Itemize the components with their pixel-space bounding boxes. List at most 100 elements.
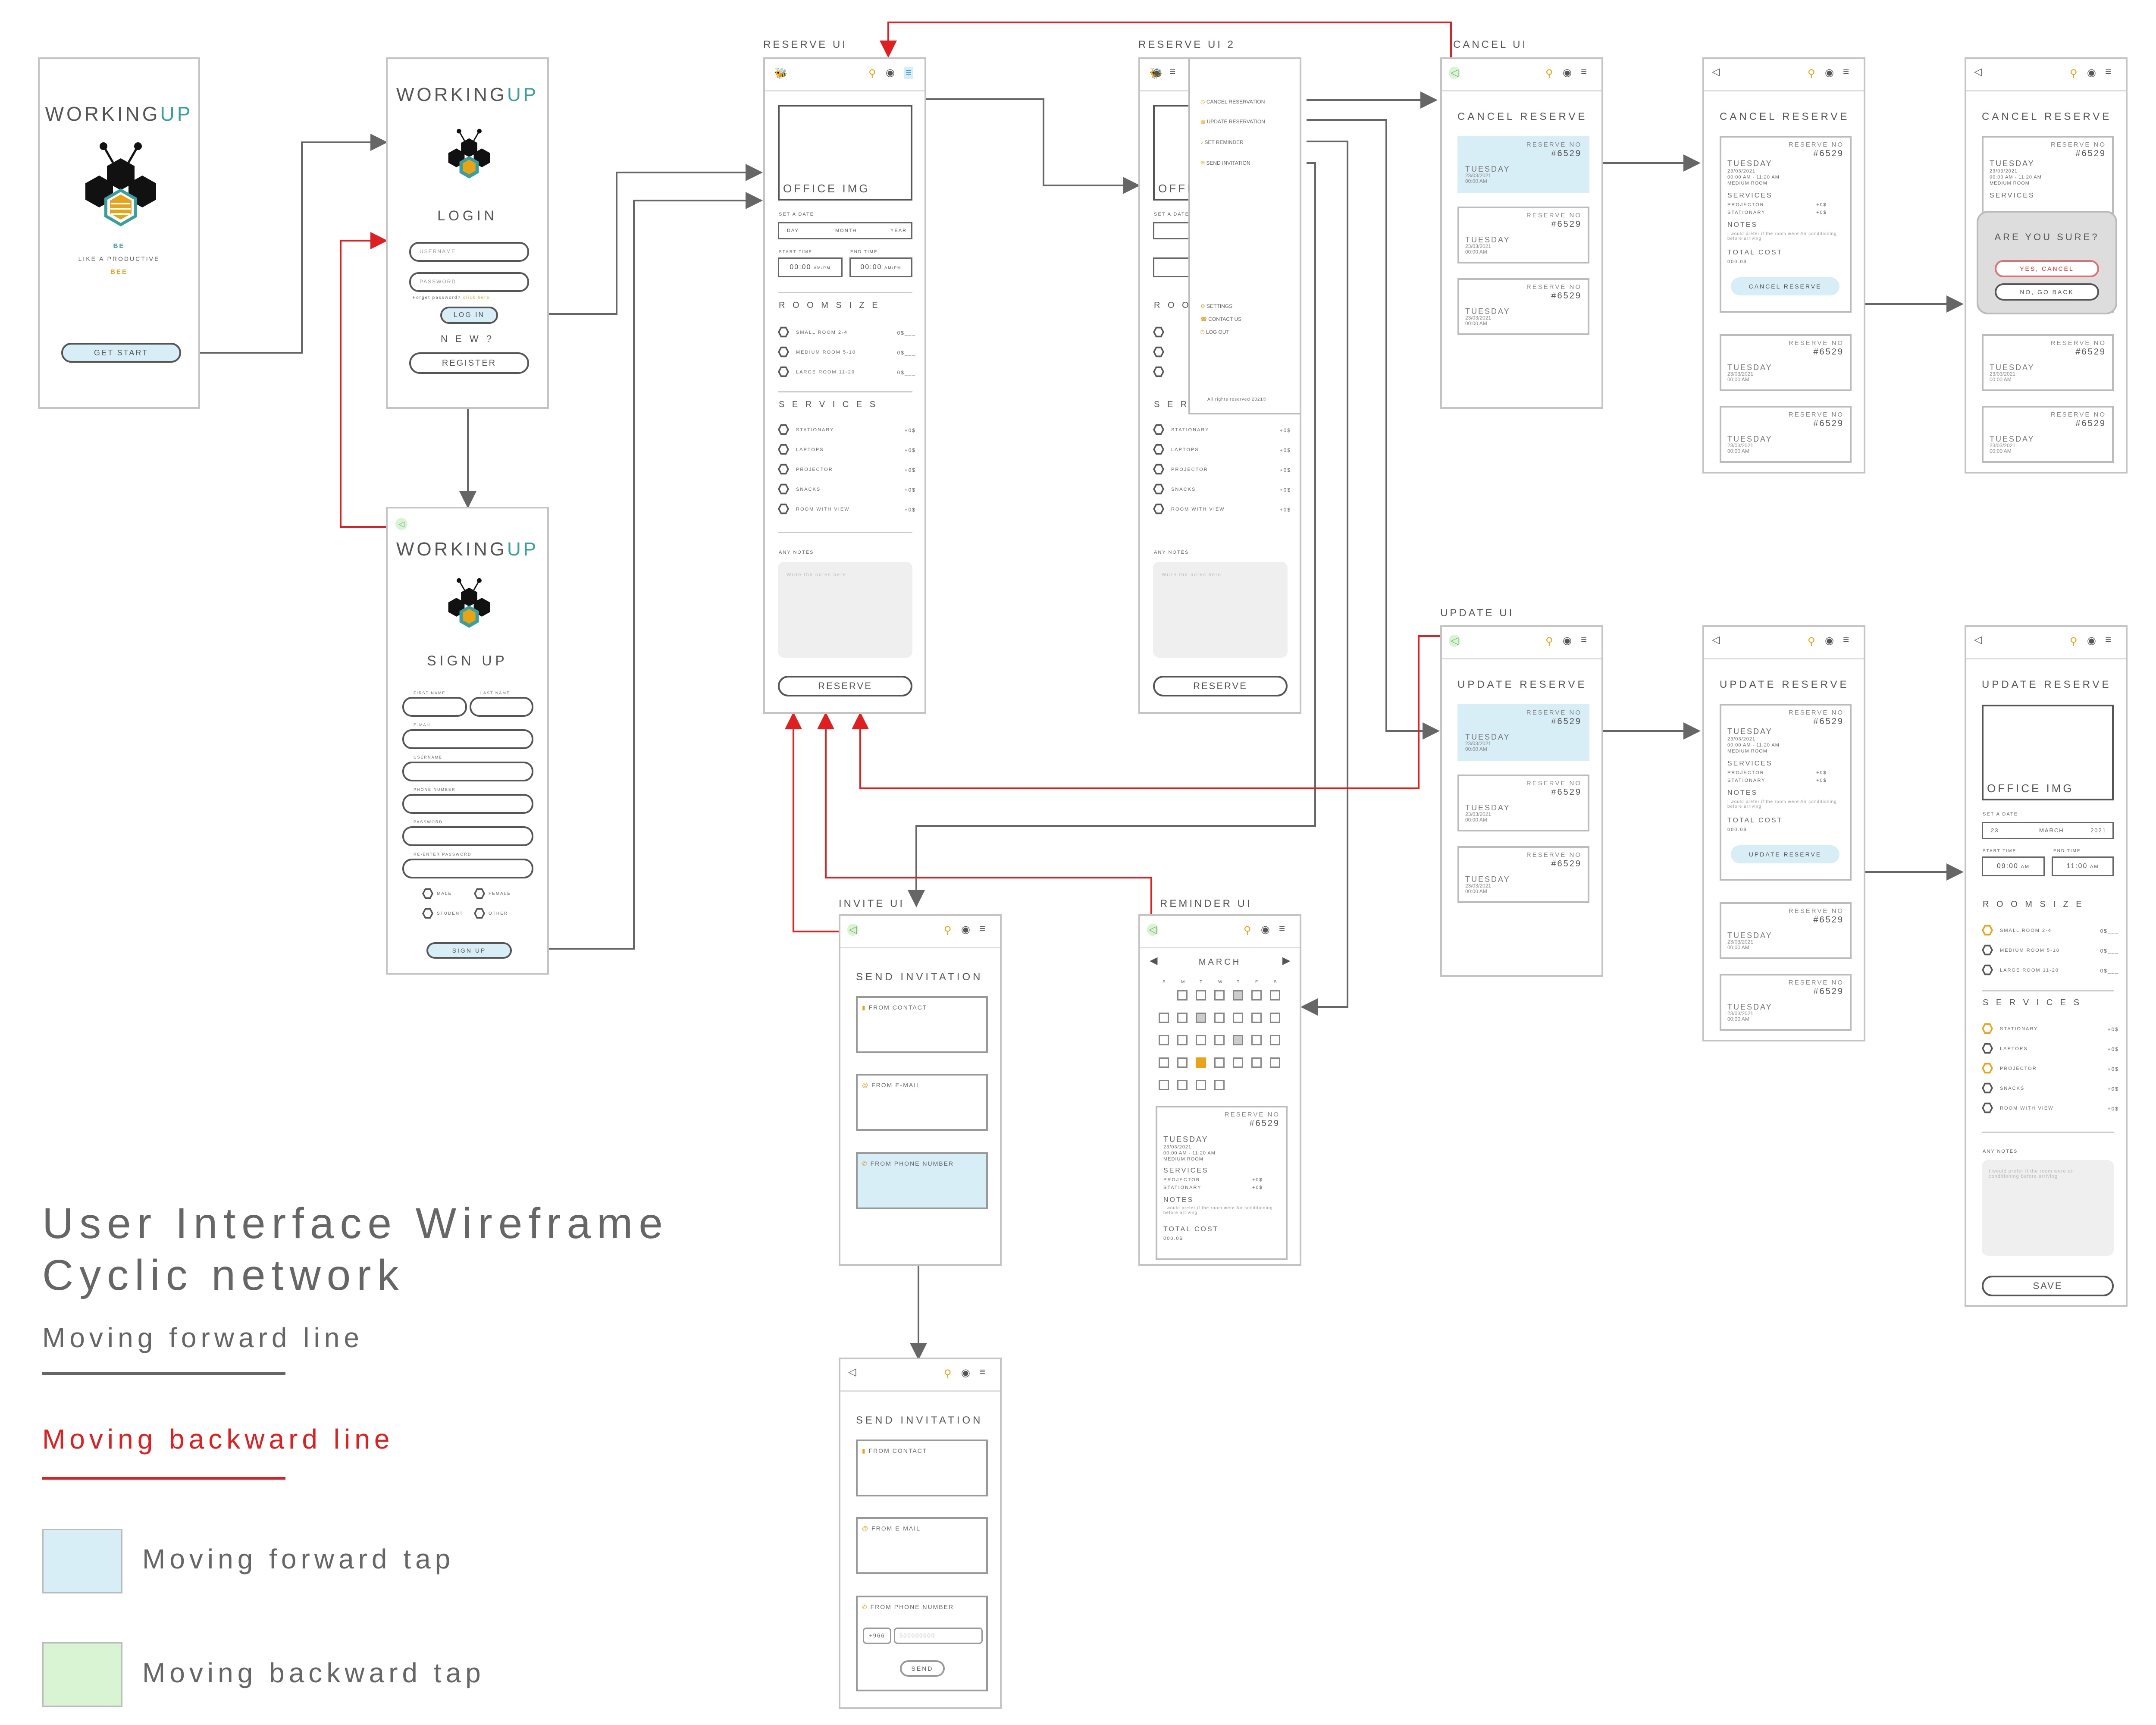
radio-other[interactable] [474, 908, 485, 919]
radio-student[interactable] [422, 908, 433, 919]
room-large-radio[interactable] [1982, 964, 1993, 975]
no-go-back-button[interactable]: NO, GO BACK [1995, 283, 2099, 301]
reserve-button[interactable]: RESERVE [778, 676, 912, 696]
service-laptops-check[interactable] [1982, 1043, 1993, 1054]
service-projector-check[interactable] [778, 464, 789, 475]
back-icon[interactable]: ◁ [848, 1366, 856, 1378]
email-input[interactable] [402, 729, 533, 749]
end-time-field[interactable]: 11:00 AM [2052, 856, 2114, 876]
back-icon[interactable]: ◁ [1712, 66, 1720, 78]
service-laptops-check[interactable] [778, 444, 789, 455]
password-input[interactable] [402, 826, 533, 846]
menu-update-reservation[interactable]: ▦ UPDATE RESERVATION [1200, 119, 1265, 125]
profile-icon[interactable]: ◉ [1152, 67, 1161, 78]
service-projector-checked[interactable] [1982, 1063, 1993, 1074]
menu-icon[interactable]: ≡ [904, 67, 914, 79]
room-large-radio[interactable] [778, 366, 789, 377]
back-icon[interactable]: ◁ [1449, 635, 1460, 647]
search-icon[interactable]: ⚲ [2070, 68, 2078, 79]
notes-textarea[interactable]: Write the notes here [1153, 562, 1288, 658]
signup-button[interactable]: SIGN UP [426, 942, 512, 959]
password-input[interactable]: PASSWORD [409, 272, 529, 292]
menu-icon[interactable]: ≡ [1581, 634, 1587, 646]
from-phone-option[interactable]: ✆ FROM PHONE NUMBER [856, 1152, 988, 1209]
update-reserve-button[interactable]: UPDATE RESERVE [1731, 845, 1839, 863]
from-email-option[interactable]: @ FROM E-MAIL [856, 1074, 988, 1131]
search-icon[interactable]: ⚲ [2070, 636, 2078, 647]
profile-icon[interactable]: ◉ [961, 1367, 970, 1379]
search-icon[interactable]: ⚲ [1808, 68, 1815, 79]
room-small-radio[interactable] [778, 326, 789, 338]
back-icon[interactable]: ◁ [1147, 924, 1159, 936]
menu-icon[interactable]: ≡ [1843, 66, 1849, 78]
service-stationary-check[interactable] [778, 424, 789, 435]
menu-icon[interactable]: ≡ [1581, 66, 1587, 78]
back-icon[interactable]: ◁ [1974, 634, 1982, 646]
room-small-radio-selected[interactable] [1982, 925, 1993, 936]
start-time-field[interactable]: 09:00 AM [1982, 856, 2045, 876]
menu-cancel-reservation[interactable]: ◷ CANCEL RESERVATION [1200, 99, 1265, 105]
menu-icon[interactable]: ≡ [1843, 634, 1849, 646]
radio-female[interactable] [474, 888, 485, 899]
menu-icon[interactable]: ≡ [2105, 66, 2112, 78]
profile-icon[interactable]: ◉ [1563, 67, 1572, 78]
search-icon[interactable]: ⚲ [1808, 636, 1815, 647]
radio-male[interactable] [422, 888, 433, 899]
search-icon[interactable]: ⚲ [944, 1368, 952, 1380]
back-button[interactable]: ◁ [395, 518, 407, 530]
phone-input[interactable] [402, 794, 533, 814]
cancel-reserve-button[interactable]: CANCEL RESERVE [1731, 277, 1839, 295]
back-icon[interactable]: ◁ [1449, 67, 1460, 79]
calendar-grid[interactable] [1157, 990, 1291, 1111]
next-month-icon[interactable]: ▶ [1282, 955, 1291, 966]
room-medium-radio[interactable] [1982, 944, 1993, 956]
prev-month-icon[interactable]: ◀ [1150, 955, 1158, 966]
profile-icon[interactable]: ◉ [1825, 635, 1834, 646]
search-icon[interactable]: ⚲ [1545, 68, 1553, 79]
menu-send-invitation[interactable]: ✉ SEND INVITATION [1200, 160, 1250, 166]
search-icon[interactable]: ⚲ [1244, 925, 1251, 936]
search-icon[interactable]: ⚲ [868, 68, 876, 79]
service-snacks-check[interactable] [778, 483, 789, 495]
menu-contact-us[interactable]: ☎ CONTACT US [1200, 316, 1242, 322]
from-contact-option[interactable]: ▮ FROM CONTACT [856, 996, 988, 1053]
date-field[interactable]: 23 MARCH 2021 [1982, 822, 2114, 839]
room-medium-radio[interactable] [778, 346, 789, 358]
service-view-check[interactable] [1982, 1102, 1993, 1113]
phone-number-input[interactable]: 500000000 [894, 1628, 983, 1644]
search-icon[interactable]: ⚲ [1545, 636, 1553, 647]
profile-icon[interactable]: ◉ [886, 67, 895, 78]
reserve-button[interactable]: RESERVE [1153, 676, 1288, 696]
from-email-option[interactable]: @ FROM E-MAIL [856, 1517, 988, 1574]
menu-icon[interactable]: ≡ [2105, 634, 2112, 646]
profile-icon[interactable]: ◉ [1261, 924, 1270, 935]
back-icon[interactable]: ◁ [1974, 66, 1982, 78]
profile-icon[interactable]: ◉ [2087, 67, 2096, 78]
menu-icon[interactable]: ≡ [979, 923, 986, 935]
service-view-check[interactable] [778, 503, 789, 514]
menu-icon[interactable]: ≡ [979, 1366, 986, 1378]
profile-icon[interactable]: ◉ [961, 924, 970, 935]
last-name-input[interactable] [470, 697, 533, 717]
back-icon[interactable]: ◁ [847, 924, 859, 936]
menu-log-out[interactable]: ⏻ LOG OUT [1200, 329, 1229, 335]
reenter-password-input[interactable] [402, 859, 533, 878]
profile-icon[interactable]: ◉ [1825, 67, 1834, 78]
menu-icon[interactable]: ≡ [1279, 923, 1285, 935]
search-icon[interactable]: ⚲ [944, 925, 952, 936]
login-button[interactable]: LOG IN [440, 307, 498, 324]
send-button[interactable]: SEND [900, 1660, 945, 1677]
country-code[interactable]: +966 [863, 1628, 891, 1644]
notes-textarea[interactable]: I would prefer if the room were air cond… [1982, 1160, 2114, 1256]
